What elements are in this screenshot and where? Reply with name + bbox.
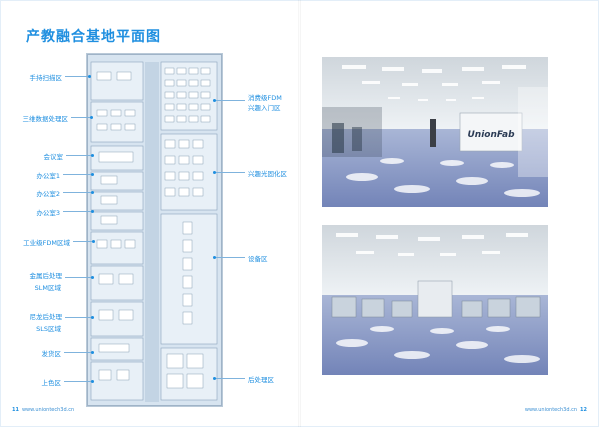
label-slm-area: SLM区域 (34, 284, 61, 292)
leader-line (65, 75, 91, 78)
label-consumer-fdm-line1: 消费级FDM (248, 94, 282, 102)
leader-line (64, 351, 94, 354)
label-handheld-scan: 手持扫描区 (29, 74, 63, 82)
leader-line (213, 99, 245, 102)
leader-line (63, 191, 94, 194)
floor-plan (86, 53, 223, 407)
footer-url-left[interactable]: www.uniontech3d.cn (21, 407, 75, 413)
label-coloring: 上色区 (41, 379, 62, 387)
leader-line (213, 171, 245, 174)
label-sls-area: SLS区域 (36, 325, 61, 333)
label-3d-data-processing: 三维数据处理区 (22, 115, 69, 123)
label-shipping: 发货区 (41, 350, 62, 358)
page-title: 产教融合基地平面图 (26, 29, 161, 45)
page-spine (298, 0, 301, 427)
footer-url-right[interactable]: www.uniontech3d.cn (524, 407, 578, 413)
label-consumer-fdm-line2: 兴趣入门区 (248, 104, 281, 112)
leader-line (64, 380, 94, 383)
floor-plan-drawing (87, 54, 222, 406)
sign-unionfab: UnionFab (467, 130, 515, 140)
leader-line (65, 276, 94, 279)
label-office-3: 办公室3 (36, 209, 60, 217)
label-office-2: 办公室2 (36, 190, 60, 198)
photo-facility-corridor: UnionFab (322, 57, 548, 207)
page-number-left: 11 (12, 407, 19, 413)
leader-line (66, 154, 94, 157)
leader-line (71, 116, 93, 119)
page-number-right: 12 (580, 407, 587, 413)
leader-line (213, 256, 245, 259)
leader-line (63, 210, 94, 213)
label-nylon-postprocess: 尼龙后处理 (29, 313, 63, 321)
label-metal-postprocess: 金属后处理 (29, 272, 63, 280)
label-resin-area: 兴趣光固化区 (248, 170, 287, 178)
label-meeting-room: 会议室 (43, 153, 64, 161)
label-industrial-fdm: 工业级FDM区域 (23, 239, 70, 247)
leader-line (73, 240, 95, 243)
photo-facility-workshop (322, 225, 548, 375)
leader-line (65, 316, 94, 319)
label-postprocess-area: 后处理区 (248, 376, 274, 384)
label-office-1: 办公室1 (36, 172, 60, 180)
leader-line (213, 377, 245, 380)
label-consumer-fdm: 消费级FDM 兴趣入门区 (248, 92, 282, 112)
leader-line (63, 173, 94, 176)
label-equipment-area: 设备区 (248, 255, 268, 263)
